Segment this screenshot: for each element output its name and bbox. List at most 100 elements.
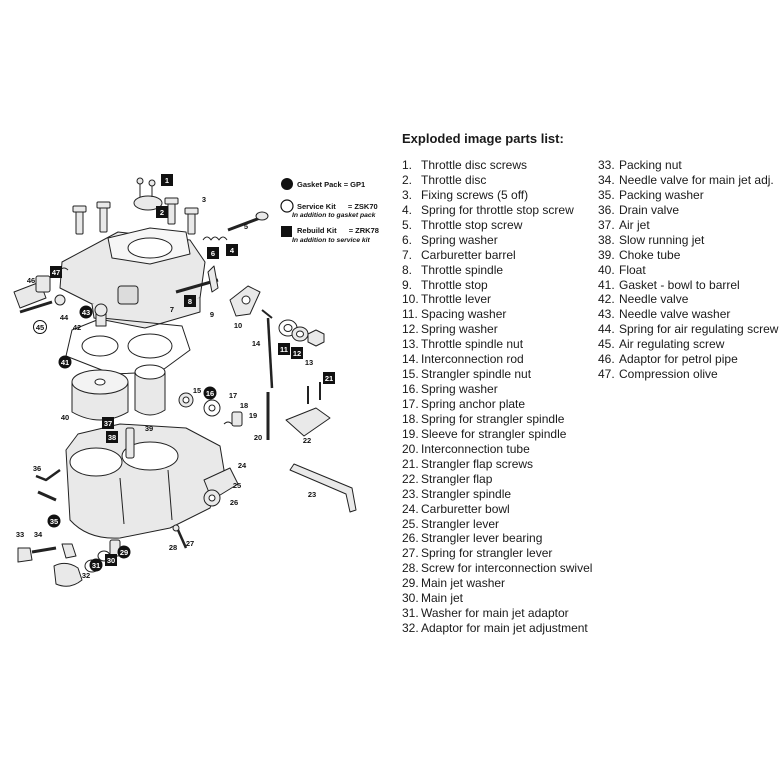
callout-label: 6: [211, 249, 215, 258]
part-number: 24.: [402, 501, 419, 516]
part-name: Air jet: [619, 217, 650, 232]
callout-23: 23: [308, 490, 316, 499]
part-name: Strangler spindle nut: [421, 367, 532, 382]
part-number: 20.: [402, 441, 419, 456]
part-number: 25.: [402, 516, 419, 531]
part-number: 16.: [402, 382, 419, 397]
part-number: 22.: [402, 471, 419, 486]
part-name: Strangler spindle: [421, 486, 512, 501]
part-number: 3.: [402, 187, 413, 202]
parts-list-item: 37.Air jet: [598, 218, 778, 233]
part-name: Interconnection rod: [421, 352, 524, 367]
part-name: Needle valve: [619, 292, 689, 307]
part-number: 45.: [598, 337, 615, 352]
callout-label: 38: [108, 433, 116, 442]
parts-list-item: 23.Strangler spindle: [402, 487, 592, 502]
legend-service-note: In addition to gasket pack: [292, 212, 376, 219]
callout-19: 19: [249, 411, 257, 420]
parts-list-item: 39.Choke tube: [598, 248, 778, 263]
callout-label: 25: [233, 481, 241, 490]
callout-label: 44: [60, 313, 69, 322]
part-number: 32.: [402, 621, 419, 636]
callout-label: 29: [120, 548, 128, 557]
callout-label: 47: [52, 268, 60, 277]
parts-list-item: 45.Air regulating screw: [598, 337, 778, 352]
legend-rebuild-code: = ZRK78: [348, 226, 379, 235]
callout-label: 5: [244, 222, 248, 231]
part-name: Float: [619, 262, 646, 277]
callout-label: 37: [104, 419, 112, 428]
callout-41: 41: [58, 355, 72, 369]
part-name: Spring washer: [421, 322, 498, 337]
part-name: Adaptor for main jet adjustment: [421, 621, 588, 636]
callout-label: 2: [160, 208, 164, 217]
callout-35: 35: [47, 514, 61, 528]
callout-label: 10: [234, 321, 242, 330]
callout-label: 26: [230, 498, 238, 507]
part-number: 40.: [598, 262, 615, 277]
callout-label: 39: [145, 424, 153, 433]
callout-label: 28: [169, 543, 177, 552]
callout-18: 18: [240, 401, 248, 410]
parts-list-item: 28.Screw for interconnection swivel: [402, 561, 592, 576]
parts-list-item: 47.Compression olive: [598, 367, 778, 382]
callout-44: 44: [60, 313, 69, 322]
gasket-pack-dot-icon: [281, 178, 293, 190]
part-number: 5.: [402, 217, 413, 232]
part-number: 34.: [598, 172, 615, 187]
parts-list-item: 6.Spring washer: [402, 233, 592, 248]
parts-list-item: 29.Main jet washer: [402, 576, 592, 591]
callout-label: 36: [33, 464, 41, 473]
part-number: 12.: [402, 322, 419, 337]
parts-list-item: 4.Spring for throttle stop screw: [402, 203, 592, 218]
parts-list-item: 34. Needle valve for main jet adj.: [598, 173, 778, 188]
callout-11: 11: [278, 343, 290, 355]
part-name: Choke tube: [619, 247, 681, 262]
parts-list-item: 46.Adaptor for petrol pipe: [598, 352, 778, 367]
parts-list-item: 7. Carburetter barrel: [402, 248, 592, 263]
parts-list-title: Exploded image parts list:: [402, 131, 564, 146]
part-name: Interconnection tube: [421, 441, 530, 456]
callout-label: 23: [308, 490, 316, 499]
parts-list-item: 40. Float: [598, 263, 778, 278]
part-name: Spring anchor plate: [421, 397, 526, 411]
part-name: Carburetter barrel: [421, 247, 516, 262]
callout-label: 12: [293, 349, 301, 358]
callout-10: 10: [234, 321, 242, 330]
callout-label: 45: [36, 323, 44, 332]
callout-label: 14: [252, 339, 261, 348]
parts-list-item: 14.Interconnection rod: [402, 352, 592, 367]
part-name: Gasket - bowl to barrel: [619, 277, 740, 292]
part-number: 31.: [402, 606, 419, 621]
part-number: 7.: [402, 247, 413, 262]
parts-list-item: 9. Throttle stop: [402, 278, 592, 293]
part-name: Packing nut: [619, 158, 682, 172]
part-number: 47.: [598, 367, 615, 382]
part-number: 9.: [402, 277, 413, 292]
part-name: Washer for main jet adaptor: [421, 606, 569, 621]
callout-32: 32: [82, 571, 90, 580]
parts-list-item: 44.Spring for air regulating screw: [598, 322, 778, 337]
part-number: 27.: [402, 546, 419, 561]
callout-label: 3: [202, 195, 206, 204]
callout-label: 30: [107, 556, 115, 565]
part-number: 38.: [598, 232, 615, 247]
callout-label: 20: [254, 433, 262, 442]
part-number: 46.: [598, 352, 615, 367]
callout-42: 42: [73, 323, 81, 332]
parts-list-item: 1.Throttle disc screws: [402, 158, 592, 173]
part-number: 18.: [402, 411, 419, 426]
callout-3: 3: [202, 195, 206, 204]
part-number: 23.: [402, 486, 419, 501]
part-name: Throttle stop: [421, 277, 488, 292]
part-name: Throttle spindle nut: [421, 337, 524, 352]
parts-list-item: 11.Spacing washer: [402, 307, 592, 322]
part-name: Strangler flap screws: [421, 456, 534, 471]
part-name: Packing washer: [619, 187, 704, 202]
part-name: Spring for strangler lever: [421, 546, 553, 561]
part-name: Strangler lever bearing: [421, 531, 543, 546]
callout-label: 9: [210, 310, 214, 319]
part-name: Needle valve for main jet adj.: [619, 172, 774, 187]
callout-label: 18: [240, 401, 248, 410]
